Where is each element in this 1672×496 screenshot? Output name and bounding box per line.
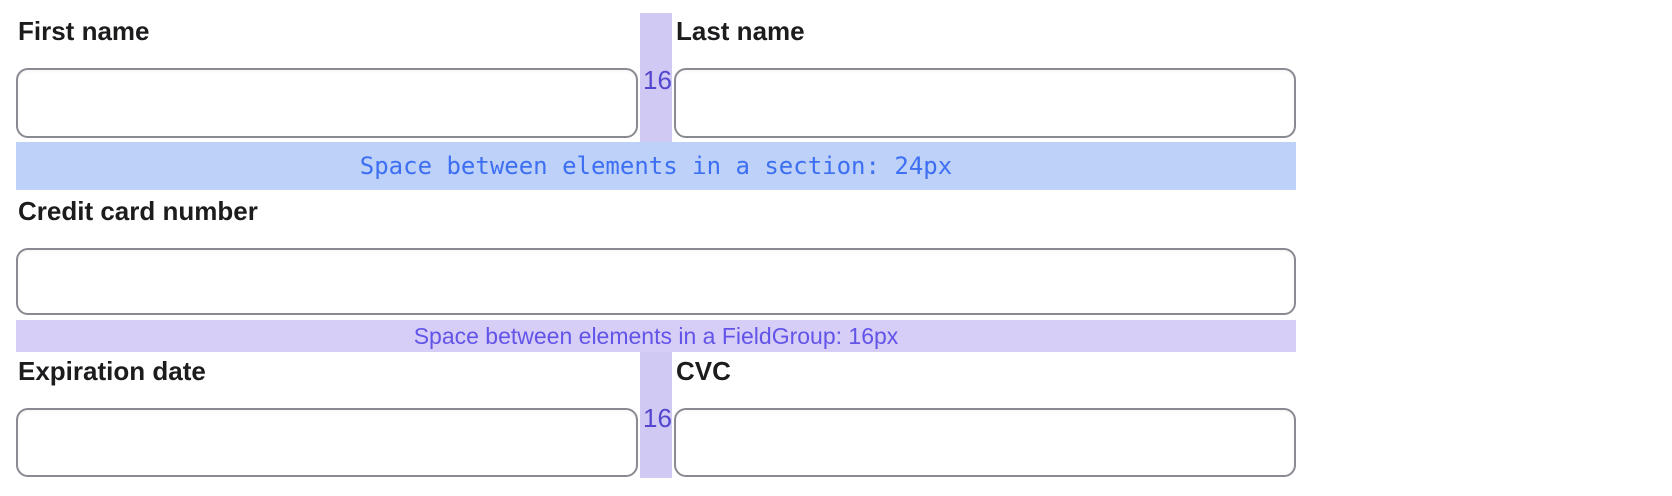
fieldgroup-spacing-text: Space between elements in a FieldGroup: …	[413, 322, 899, 349]
section-spacing-band: Space between elements in a section: 24p…	[16, 142, 1296, 190]
column-gap-strip-bottom	[640, 352, 672, 478]
form-content: First name Last name 16 Space between el…	[16, 0, 1296, 496]
column-gap-size-top: 16	[643, 65, 672, 95]
column-gap-strip-top	[640, 13, 672, 142]
expiration-date-label: Expiration date	[18, 356, 206, 386]
section-spacing-text: Space between elements in a section: 24p…	[359, 152, 953, 180]
last-name-input[interactable]	[674, 68, 1296, 138]
credit-card-number-input[interactable]	[16, 248, 1296, 315]
credit-card-number-label: Credit card number	[18, 196, 258, 226]
cvc-input[interactable]	[674, 408, 1296, 477]
last-name-label: Last name	[676, 16, 805, 46]
first-name-input[interactable]	[16, 68, 638, 138]
column-gap-size-bottom: 16	[643, 403, 672, 433]
first-name-label: First name	[18, 16, 150, 46]
cvc-label: CVC	[676, 356, 731, 386]
fieldgroup-spacing-band: Space between elements in a FieldGroup: …	[16, 320, 1296, 352]
expiration-date-input[interactable]	[16, 408, 638, 477]
